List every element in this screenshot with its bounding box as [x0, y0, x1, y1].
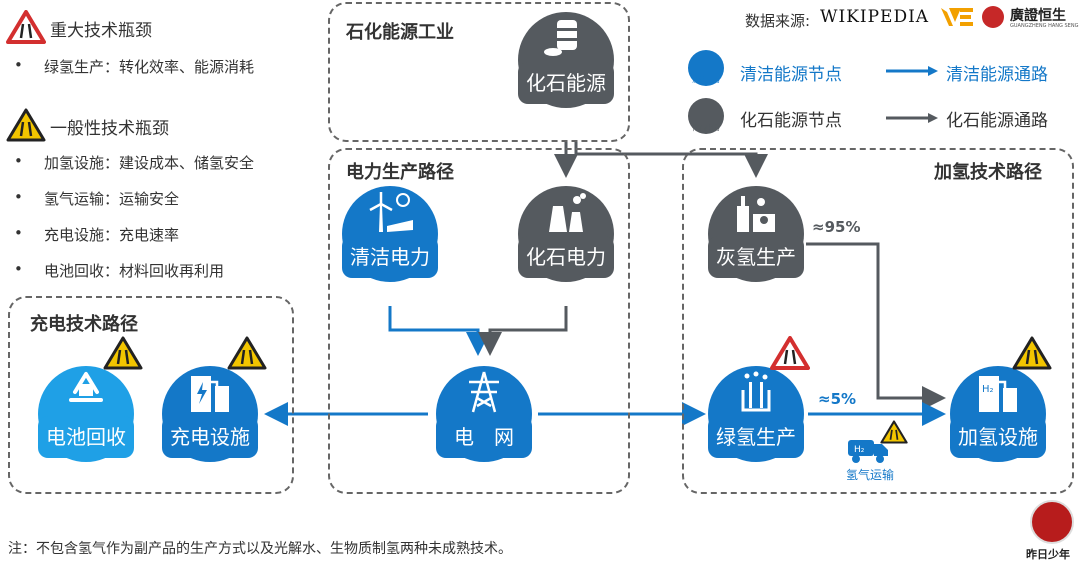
- gzhs-logo-subtext: GUANGZHENG HANG SENG: [1010, 23, 1079, 29]
- hydrogen-pump-icon: H₂: [979, 376, 1017, 412]
- transport-warning-icon: [880, 420, 908, 444]
- source-label: 数据来源:: [745, 12, 811, 30]
- transmission-tower-icon: [469, 371, 499, 413]
- charging-station-icon: [191, 376, 229, 412]
- node-grey-hydrogen: 灰氢生产: [708, 186, 804, 282]
- watermark-avatar: [1030, 500, 1074, 544]
- edge-fossil-power-to-grid: [478, 306, 568, 356]
- general-item-bullet-2: •: [14, 188, 23, 206]
- watermark-text: 昨日少年: [1026, 548, 1070, 561]
- grey-h2-share-label: ≈95%: [812, 218, 861, 236]
- edge-fossil-energy-to-grey-h2: [574, 140, 768, 178]
- legend-fossil-path-label: 化石能源通路: [946, 111, 1048, 131]
- node-clean-power: 清洁电力: [342, 186, 438, 282]
- chemical-plant-icon: [737, 196, 775, 232]
- general-legend-label: 一般性技术瓶颈: [50, 119, 169, 139]
- major-item-1: 绿氢生产：转化效率、能源消耗: [44, 58, 255, 76]
- major-item-bullet: •: [14, 56, 23, 74]
- group-title-fossil-industry: 石化能源工业: [346, 22, 454, 43]
- group-power-path: [328, 148, 630, 494]
- general-item-2: 氢气运输：运输安全: [44, 190, 180, 208]
- legend-clean-path-label: 清洁能源通路: [946, 65, 1048, 85]
- node-power-grid: 电 网: [436, 366, 532, 462]
- battery-warning-icon: [227, 336, 267, 370]
- charging-warning-icon: [103, 336, 143, 370]
- group-charging-path: [8, 296, 294, 494]
- legend-clean-arrow-icon: [886, 66, 938, 76]
- group-title-charging-path: 充电技术路径: [30, 314, 138, 335]
- major-legend-label: 重大技术瓶颈: [50, 21, 152, 41]
- green-h2-share-label: ≈5%: [818, 390, 857, 408]
- legend-clean-node-icon: [688, 50, 724, 86]
- station-warning-icon: [1012, 336, 1052, 370]
- gzhs-logo-text: 廣證恒生: [1010, 8, 1066, 24]
- gzhs-logo-icon: [982, 6, 1004, 28]
- general-item-1: 加氢设施：建设成本、储氢安全: [44, 154, 255, 172]
- node-battery-recycle: 电池回收: [38, 366, 134, 462]
- svg-text:H₂: H₂: [982, 384, 994, 395]
- electrolysis-icon: [741, 371, 771, 412]
- recycle-icon: [69, 372, 103, 402]
- group-title-hydrogen-path: 加氢技术路径: [934, 162, 1042, 183]
- group-hydrogen-path: [682, 148, 1074, 494]
- general-warning-icon: [6, 108, 46, 142]
- general-item-bullet-4: •: [14, 260, 23, 278]
- legend-fossil-node-label: 化石能源节点: [740, 111, 842, 131]
- hydrogen-transport-label: 氢气运输: [846, 468, 895, 482]
- node-charging-station: 充电设施: [162, 366, 258, 462]
- ve-logo-icon: [941, 8, 973, 26]
- oil-barrel-icon: [544, 20, 577, 56]
- node-fossil-energy: 化石能源: [518, 12, 614, 108]
- general-item-bullet-3: •: [14, 224, 23, 242]
- node-fossil-power: 化石电力: [518, 186, 614, 282]
- wikipedia-logo: WIKIPEDIA: [820, 7, 930, 27]
- group-title-power-path: 电力生产路径: [346, 162, 454, 183]
- green-h2-warning-icon: [770, 336, 810, 370]
- power-plant-icon: [549, 193, 586, 232]
- node-hydrogen-station: H₂ 加氢设施: [950, 366, 1046, 462]
- general-item-3: 充电设施：充电速率: [44, 226, 180, 244]
- wind-solar-icon: [369, 192, 413, 232]
- legend-clean-node-label: 清洁能源节点: [740, 65, 842, 85]
- footnote: 注：不包含氢气作为副产品的生产方式以及光解水、生物质制氢两种未成熟技术。: [8, 541, 512, 557]
- general-item-bullet-1: •: [14, 152, 23, 170]
- svg-text:H₂: H₂: [854, 445, 865, 455]
- group-fossil-industry: [328, 2, 630, 142]
- legend-fossil-node-icon-label: 化石电力: [692, 124, 720, 132]
- node-green-hydrogen: 绿氢生产: [708, 366, 804, 462]
- hydrogen-truck-icon: H₂: [848, 440, 888, 463]
- legend-clean-node-icon-label: 清洁电力: [692, 76, 720, 84]
- legend-fossil-node-icon: [688, 98, 724, 134]
- legend-fossil-arrow-icon: [886, 113, 938, 123]
- edge-grey-h2-to-station: [806, 242, 946, 410]
- general-item-4: 电池回收：材料回收再利用: [44, 262, 225, 280]
- major-warning-icon: [6, 10, 46, 44]
